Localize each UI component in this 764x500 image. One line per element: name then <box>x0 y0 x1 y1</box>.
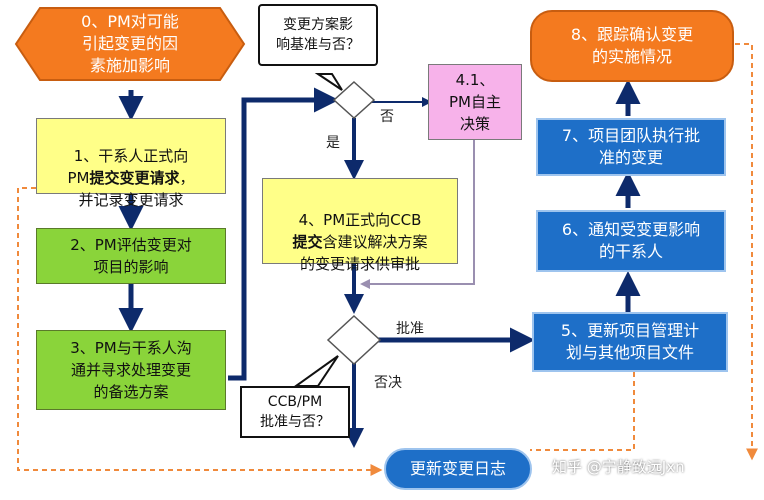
node-6-notify-stakeholders: 6、通知受变更影响 的干系人 <box>536 210 726 272</box>
node-1-text-bold: 提交变更请求 <box>89 169 180 187</box>
node-1-submit-change-request: 1、干系人正式向 PM提交变更请求， 并记录变更请求 <box>36 118 226 209</box>
node-1-text-pre: 1、干系人正式向 PM <box>67 147 189 187</box>
node-2-assess-impact: 2、PM评估变更对 项目的影响 <box>36 228 226 284</box>
label-reject: 否决 <box>374 375 402 391</box>
label-no-baseline: 否 <box>380 109 394 125</box>
label-approve: 批准 <box>396 321 424 337</box>
node-1-text-post: ， 并记录变更请求 <box>78 169 195 209</box>
node-8-track-implementation: 8、跟踪确认变更 的实施情况 <box>530 10 734 82</box>
node-4-text-pre: 4、PM正式向CCB <box>298 211 422 229</box>
node-7-execute-change: 7、项目团队执行批 准的变更 <box>536 118 726 176</box>
decision-diamond-approval <box>326 314 382 366</box>
watermark: 知乎 @宁静致远Jxn <box>552 458 685 476</box>
hexagon-node-0 <box>14 7 246 81</box>
label-yes-baseline: 是 <box>326 135 340 151</box>
callout-baseline-impact: 变更方案影 响基准与否？ <box>258 4 378 66</box>
node-5-update-plan: 5、更新项目管理计 划与其他项目文件 <box>532 312 728 372</box>
callout-approval: CCB/PM 批准与否？ <box>240 386 350 438</box>
node-4-1-pm-self-decision: 4.1、 PM自主 决策 <box>428 64 522 140</box>
decision-diamond-baseline <box>332 80 376 120</box>
node-4-text-post: 含建议解决方案 的变更请求供审批 <box>299 233 428 273</box>
node-0-influence-factors: 0、PM对可能 引起变更的因 素施加影响 <box>81 12 179 75</box>
node-3-communicate-alternatives: 3、PM与干系人沟 通并寻求处理变更 的备选方案 <box>36 330 226 410</box>
node-4-submit-to-ccb: 4、PM正式向CCB 提交含建议解决方案 的变更请求供审批 <box>262 178 458 273</box>
node-4-text-bold: 提交 <box>292 233 323 251</box>
node-update-change-log: 更新变更日志 <box>384 448 532 490</box>
